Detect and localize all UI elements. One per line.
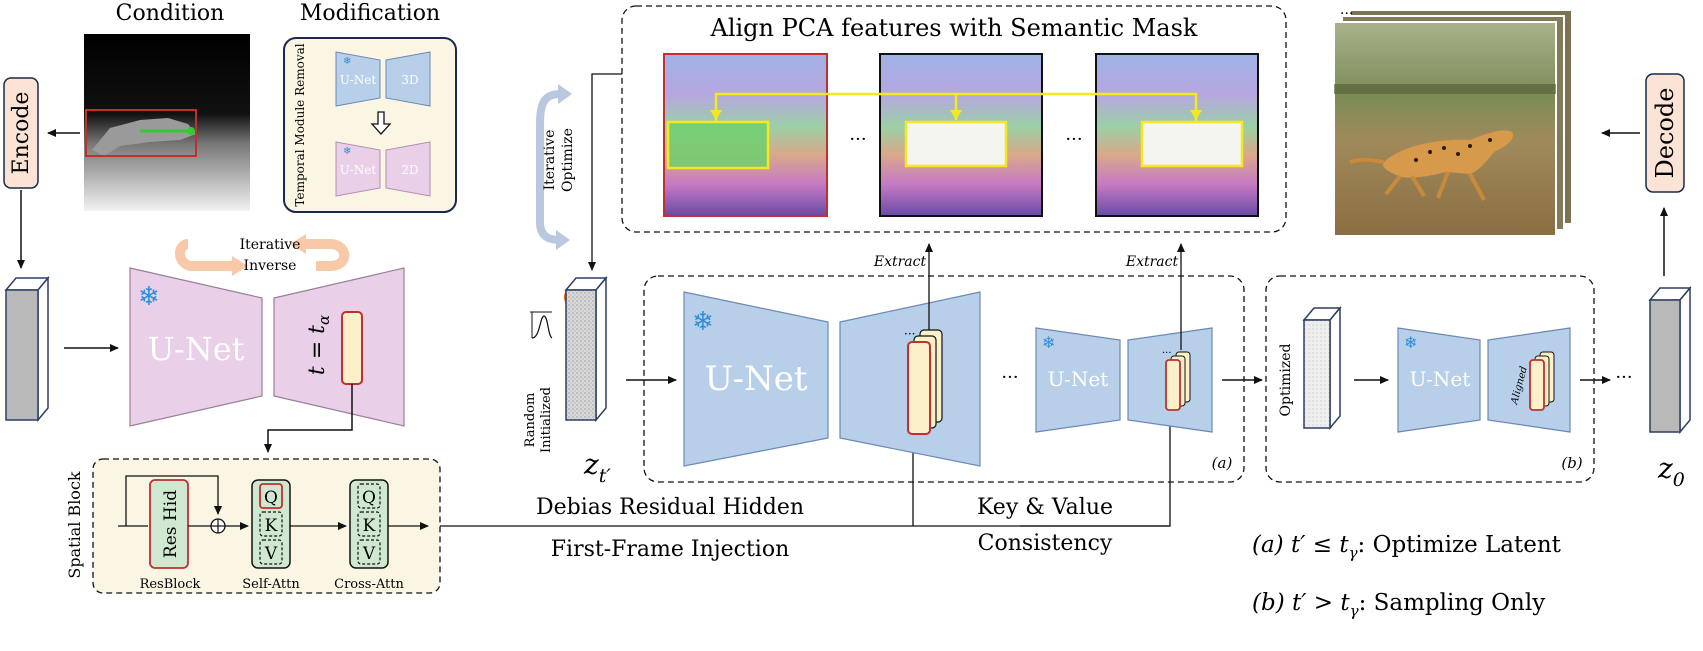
debias-label: Debias Residual Hidden [536, 495, 804, 520]
pca-map-2 [879, 53, 1043, 217]
iterative-optimize-label-2: Optimize [560, 128, 576, 192]
unet-blue-sampling: U-Net ❄ Aligned [1397, 327, 1571, 433]
svg-text:K: K [363, 516, 376, 536]
denoise-panel-a [643, 275, 1245, 483]
unet-blue-small: U-Net ❄ ··· [1035, 327, 1213, 433]
svg-text:···: ··· [904, 327, 915, 341]
modification-unet-2d: U-Net 2D ❄ [335, 141, 431, 197]
decode-block: Decode [1645, 73, 1685, 193]
encode-block: Encode [3, 77, 39, 189]
down-arrow-icon [370, 111, 392, 135]
hidden-feature-bar [341, 311, 363, 385]
svg-text:U-Net: U-Net [340, 163, 377, 177]
aligned-feature-stack [1529, 359, 1545, 411]
ellipsis-2: ··· [1065, 129, 1082, 150]
align-pca-panel [621, 5, 1287, 233]
gaussian-curve-icon [530, 311, 553, 339]
unet-blue-large: U-Net ❄ ··· [683, 291, 981, 467]
iterative-optimize-arrows: Iterative Optimize [536, 84, 576, 250]
snowflake-icon: ❄ [1042, 333, 1055, 352]
ellipsis-3: ··· [1001, 367, 1018, 388]
unet-sampling-label: U-Net [1410, 367, 1471, 391]
cheetah-frame [1333, 21, 1557, 237]
modification-unet-3d: U-Net 3D ❄ [335, 51, 431, 107]
resblock: Res Hid ResBlock [140, 479, 201, 592]
ellipsis-1: ··· [849, 129, 866, 150]
ellipsis-4: ··· [1615, 367, 1632, 388]
svg-text:K: K [265, 516, 278, 536]
snowflake-icon: ❄ [343, 56, 351, 67]
extract-label-1: Extract [873, 254, 927, 270]
encode-label: Encode [9, 92, 34, 175]
optimized-latent [1302, 305, 1342, 431]
iterative-inverse-arrows: Iterative Inverse [175, 234, 350, 276]
legend-b: (b) t′ > tγ: Sampling Only [1252, 590, 1545, 620]
iterative-label: Iterative [240, 237, 301, 253]
inverse-label: Inverse [244, 258, 297, 274]
frames-ellipsis: ··· [1340, 6, 1353, 22]
legend-a: (a) t′ ≤ tγ: Optimize Latent [1252, 532, 1562, 562]
svg-text:3D: 3D [401, 73, 418, 87]
residual-add-icon [210, 518, 226, 534]
cross-attn-label: Cross-Attn [334, 577, 404, 592]
iterative-optimize-label-1: Iterative [542, 130, 558, 191]
cheetah-figure [1349, 130, 1514, 201]
cross-attn-block: Q K V Cross-Attn [334, 479, 404, 592]
spatial-block-label: Spatial Block [65, 471, 84, 579]
snowflake-icon: ❄ [1404, 333, 1417, 352]
svg-text:V: V [264, 544, 278, 564]
svg-text:2D: 2D [401, 163, 418, 177]
first-frame-label: First-Frame Injection [551, 537, 789, 562]
unet-pink-label: U-Net [147, 330, 244, 368]
tag-a: (a) [1212, 454, 1233, 472]
self-attn-block: Q K V Self-Attn [242, 479, 300, 592]
t-alpha-label: t = tα [305, 315, 333, 375]
svg-text:···: ··· [1162, 348, 1172, 359]
self-attn-label: Self-Attn [242, 577, 300, 592]
modification-title: Modification [300, 1, 440, 26]
snowflake-icon: ❄ [692, 307, 714, 337]
unet-blue-large-label: U-Net [704, 359, 807, 399]
condition-depth-image [84, 34, 250, 211]
kv-label-line1: Key & Value [977, 495, 1113, 520]
resblock-label: ResBlock [140, 577, 201, 592]
condition-title: Condition [116, 1, 225, 26]
unet-pink: U-Net ❄ t = tα [129, 267, 405, 427]
random-label: Random [523, 393, 538, 448]
input-latent [4, 275, 50, 423]
z0-label: z0 [1657, 452, 1685, 491]
tag-b: (b) [1561, 454, 1582, 472]
temporal-removal-label: Temporal Module Removal [293, 43, 307, 206]
unet-blue-small-label: U-Net [1048, 367, 1109, 391]
random-latent [564, 275, 608, 423]
output-video-frames: ··· [1333, 6, 1573, 237]
feature-stack-large [907, 341, 931, 435]
res-hid-label: Res Hid [161, 490, 181, 558]
optimized-label: Optimized [1278, 344, 1294, 417]
feature-stack-small [1165, 359, 1181, 411]
decode-label: Decode [1651, 88, 1679, 179]
output-latent [1648, 285, 1692, 435]
kv-label-line2: Consistency [978, 531, 1113, 556]
svg-text:V: V [362, 544, 376, 564]
svg-text:Q: Q [264, 488, 278, 508]
mask-alignment-arrows [710, 92, 1202, 122]
svg-text:Q: Q [362, 488, 376, 508]
pca-map-1 [663, 53, 828, 217]
z-t-prime-label: zt′ [583, 448, 611, 487]
extract-label-2: Extract [1125, 254, 1179, 270]
pca-map-3 [1095, 53, 1259, 217]
initialized-label: Initialized [539, 387, 554, 453]
svg-text:U-Net: U-Net [340, 73, 377, 87]
snowflake-icon: ❄ [343, 146, 351, 157]
snowflake-icon: ❄ [138, 282, 160, 312]
align-pca-title: Align PCA features with Semantic Mask [710, 14, 1198, 42]
sampling-panel-b [1265, 275, 1595, 483]
